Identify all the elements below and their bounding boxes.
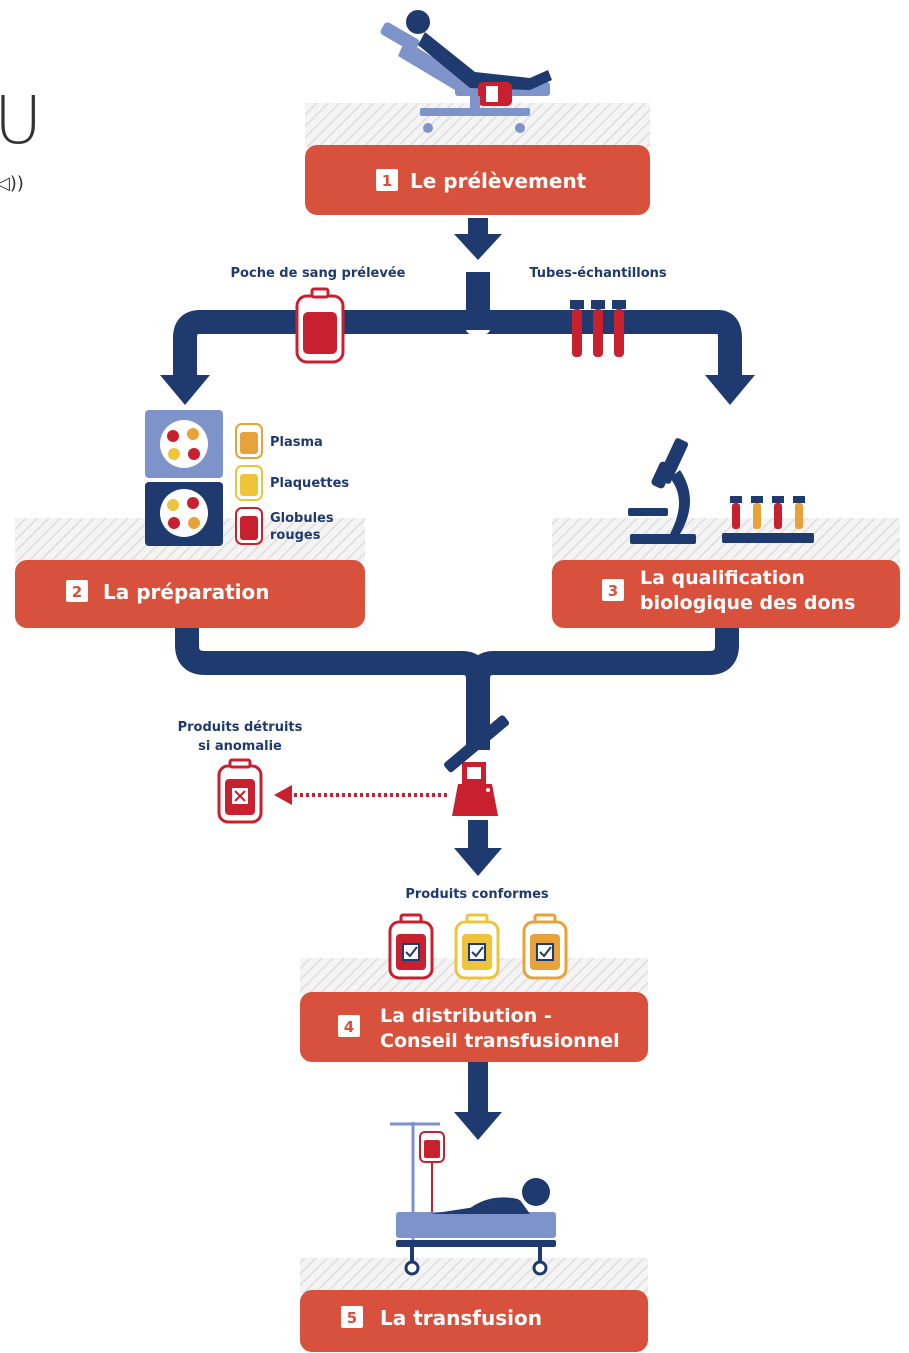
step-label: La transfusion xyxy=(380,1306,542,1330)
step-number: 4 xyxy=(344,1018,354,1036)
step-label-line-1: La qualification xyxy=(640,567,805,589)
label-compliant: Produits conformes xyxy=(405,887,549,902)
step-label: La préparation xyxy=(103,580,270,604)
page-edge-letter: U xyxy=(0,82,43,159)
red-cells-bag-icon xyxy=(235,507,263,545)
test-tube-icon xyxy=(570,300,584,357)
compliant-bag-orange-icon xyxy=(522,913,568,980)
platelets-bag-icon xyxy=(235,465,263,501)
step-box-1: 1 Le prélèvement xyxy=(305,145,650,215)
centrifuge-dark-icon xyxy=(145,482,223,546)
step-number-badge xyxy=(66,580,88,602)
step-number-badge xyxy=(338,1015,360,1037)
step-number: 3 xyxy=(608,582,618,600)
barrier-icon xyxy=(444,715,544,816)
step-label-line-2: biologique des dons xyxy=(640,592,855,614)
step-number: 5 xyxy=(347,1309,357,1327)
flow-arrows xyxy=(160,218,755,1140)
rejection-arrow xyxy=(274,785,450,805)
iv-bag-icon xyxy=(419,1131,445,1163)
label-sample-tubes: Tubes-échantillons xyxy=(529,266,667,281)
plasma-bag-icon xyxy=(235,423,263,459)
step-number-badge xyxy=(602,579,624,601)
label-red-cells-line-1: Globules xyxy=(270,511,334,526)
checkbox-icon xyxy=(536,943,554,961)
microscope-icon xyxy=(628,438,696,544)
step-box-4: 4 La distribution - Conseil transfusionn… xyxy=(300,992,648,1062)
centrifuge-light-icon xyxy=(145,410,223,478)
label-destroyed-line-2: si anomalie xyxy=(198,739,282,754)
flow-arrow-left-branch xyxy=(160,375,210,405)
label-destroyed-line-1: Produits détruits xyxy=(178,720,303,735)
blood-bag-icon xyxy=(295,287,345,364)
compliant-bag-red-icon xyxy=(388,913,434,980)
label-red-cells-line-2: rouges xyxy=(270,528,321,543)
flow-arrow-down-3 xyxy=(454,1112,502,1140)
test-tubes-group xyxy=(570,300,626,357)
cross-icon xyxy=(232,788,248,804)
step-number: 2 xyxy=(72,583,82,601)
label-plasma: Plasma xyxy=(270,435,323,450)
sample-rack-icon xyxy=(722,496,814,543)
step-label-line-1: La distribution - xyxy=(380,1005,552,1027)
checkbox-icon xyxy=(468,943,486,961)
flow-arrow-right-branch xyxy=(705,375,755,405)
test-tube-icon xyxy=(612,300,626,357)
patient-bed-icon xyxy=(390,1122,556,1276)
donor-chair-icon xyxy=(380,10,552,133)
step-label-line-2: Conseil transfusionnel xyxy=(380,1030,620,1052)
rejected-bag-icon xyxy=(217,758,263,824)
step-number: 1 xyxy=(382,172,392,190)
step-box-3: 3 La qualification biologique des dons xyxy=(552,560,900,628)
compliant-bag-yellow-icon xyxy=(454,913,500,980)
label-platelets: Plaquettes xyxy=(270,476,349,491)
step-number-badge xyxy=(376,169,398,191)
step-box-2: 2 La préparation xyxy=(15,560,365,628)
step-number-badge xyxy=(341,1306,363,1328)
flow-arrow-down-2 xyxy=(454,848,502,876)
checkbox-icon xyxy=(402,943,420,961)
floor-hatch-5 xyxy=(300,1258,648,1293)
step-label: Le prélèvement xyxy=(410,169,587,193)
flow-arrow-down-1 xyxy=(454,234,502,260)
test-tube-icon xyxy=(591,300,605,357)
audio-icon[interactable]: ◁)) xyxy=(0,173,24,194)
label-blood-bag: Poche de sang prélevée xyxy=(231,266,406,281)
step-box-5: 5 La transfusion xyxy=(300,1290,648,1352)
